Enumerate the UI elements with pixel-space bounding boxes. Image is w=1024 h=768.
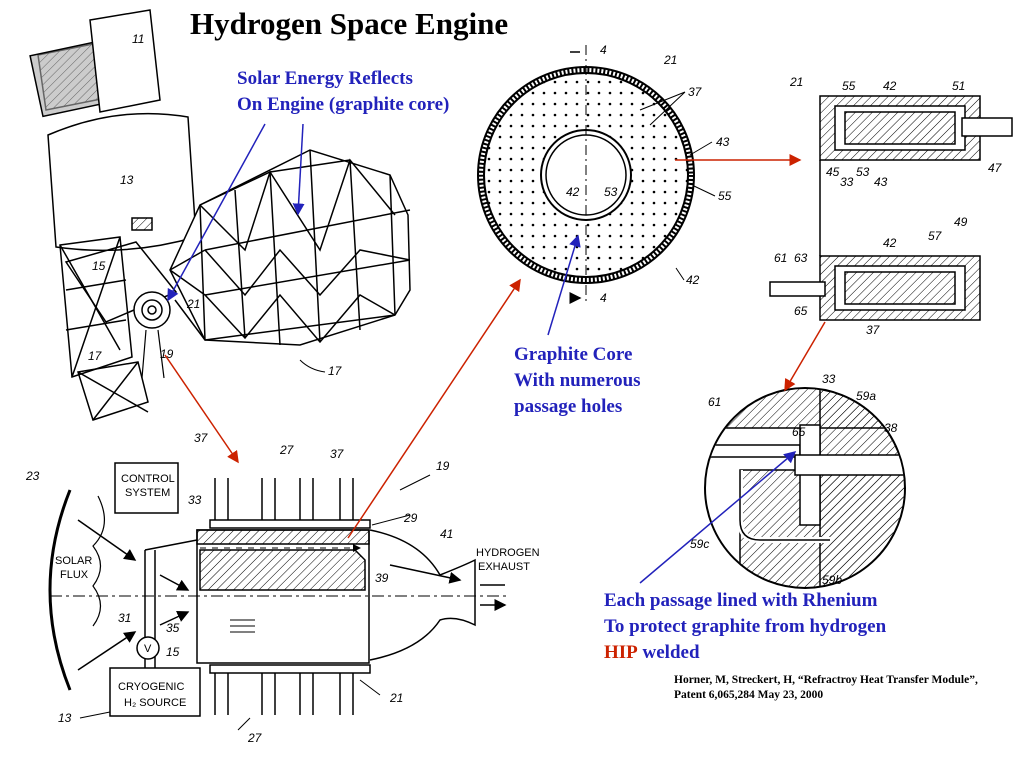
graphite-caption-line-3: passage holes: [514, 396, 623, 417]
graphite-core-arrow: [547, 234, 581, 336]
module-label-33: 33: [840, 175, 854, 189]
hip-word: HIP: [604, 642, 638, 663]
rhenium-caption-line-2: To protect graphite from hydrogen: [604, 616, 887, 637]
cryogenic-label-1: CRYOGENIC: [118, 681, 184, 693]
label-21: 21: [186, 297, 200, 311]
red-arrow-to-ring: [347, 278, 521, 539]
solar-arrow-2: [292, 123, 305, 216]
schematic-leaders: [79, 474, 431, 731]
patent-citation: Horner, M, Streckert, H, “Refractroy Hea…: [674, 674, 978, 701]
schematic-label-13: 13: [58, 711, 72, 725]
graphite-caption-line-1: Graphite Core: [514, 344, 633, 365]
label-13: 13: [120, 173, 134, 187]
module-label-43: 43: [874, 175, 888, 189]
module-label-61: 61: [774, 251, 787, 265]
solar-flux-label-2: FLUX: [60, 569, 89, 581]
spacecraft-drawing: [29, 9, 411, 421]
schematic-label-39: 39: [375, 571, 389, 585]
schematic-label-31: 31: [118, 611, 131, 625]
schematic-label-23: 23: [25, 469, 40, 483]
ring-label-43: 43: [716, 135, 730, 149]
label-17-right: 17: [328, 364, 343, 378]
control-system-label-2: SYSTEM: [125, 487, 170, 499]
ring-label-53: 53: [604, 185, 618, 199]
schematic-label-41: 41: [440, 527, 453, 541]
module-label-42-top: 42: [883, 79, 897, 93]
detail-label-61: 61: [708, 395, 721, 409]
module-label-37: 37: [866, 323, 881, 337]
red-arrow-to-schematic: [164, 354, 239, 464]
module-label-47: 47: [988, 161, 1003, 175]
graphite-core-ring: [477, 45, 695, 305]
engine-schematic: [48, 462, 510, 717]
module-label-42-bottom: 42: [883, 236, 897, 250]
detail-label-65: 65: [792, 425, 806, 439]
module-label-57: 57: [928, 229, 943, 243]
cryogenic-label-2: H₂ SOURCE: [124, 697, 186, 709]
graphite-caption-line-2: With numerous: [514, 370, 641, 391]
red-arrow-to-detail: [784, 321, 826, 392]
schematic-label-35: 35: [166, 621, 180, 635]
module-label-45: 45: [826, 165, 840, 179]
leader-17: [299, 359, 326, 373]
module-label-21: 21: [789, 75, 803, 89]
ring-label-37: 37: [688, 85, 703, 99]
graphite-core-caption: Graphite Core With numerous passage hole…: [514, 342, 641, 420]
module-label-63: 63: [794, 251, 808, 265]
schematic-label-29: 29: [403, 511, 418, 525]
control-system-label-1: CONTROL: [121, 473, 175, 485]
detail-label-33: 33: [822, 372, 836, 386]
schematic-label-37-top: 37: [194, 431, 209, 445]
label-11: 11: [132, 32, 144, 46]
solar-caption-line-2: On Engine (graphite core): [237, 94, 450, 115]
label-17-left: 17: [88, 349, 103, 363]
schematic-label-33: 33: [188, 493, 202, 507]
schematic-label-37-right: 37: [330, 447, 345, 461]
welded-word: welded: [642, 642, 700, 663]
detail-view-circle: [704, 387, 906, 589]
solar-flux-label-1: SOLAR: [55, 555, 92, 567]
ring-label-21: 21: [663, 53, 677, 67]
detail-label-59a: 59a: [856, 389, 876, 403]
ring-leaders: [639, 91, 716, 281]
ring-label-55: 55: [718, 189, 732, 203]
schematic-label-19: 19: [436, 459, 450, 473]
solar-energy-caption: Solar Energy Reflects On Engine (graphit…: [237, 66, 449, 118]
ring-label-42-outer: 42: [686, 273, 700, 287]
ring-label-4-bottom: 4: [600, 291, 607, 305]
label-15: 15: [92, 259, 106, 273]
detail-label-59b: 59b: [822, 573, 842, 587]
module-label-65: 65: [794, 304, 808, 318]
rhenium-caption: Each passage lined with Rhenium To prote…: [604, 588, 886, 666]
rhenium-caption-line-3: HIP welded: [604, 640, 886, 666]
detail-label-59c: 59c: [690, 537, 709, 551]
ring-label-42-inner: 42: [566, 185, 580, 199]
heat-transfer-module-section: [769, 95, 1013, 321]
schematic-label-27-top: 27: [279, 443, 295, 457]
schematic-label-21: 21: [389, 691, 403, 705]
detail-label-38: 38: [884, 421, 898, 435]
schematic-label-15: 15: [166, 645, 180, 659]
valve-label: V: [144, 643, 152, 655]
module-label-51: 51: [952, 79, 965, 93]
label-19: 19: [160, 347, 174, 361]
schematic-label-27-bottom: 27: [247, 731, 263, 745]
hydrogen-exhaust-label-2: EXHAUST: [478, 561, 530, 573]
solar-arrow-1: [167, 123, 266, 302]
hydrogen-exhaust-label-1: HYDROGEN: [476, 547, 540, 559]
ring-label-4-top: 4: [600, 43, 607, 57]
page-title: Hydrogen Space Engine: [190, 6, 509, 41]
rhenium-arrow: [639, 451, 797, 584]
solar-caption-line-1: Solar Energy Reflects: [237, 68, 413, 89]
module-label-53: 53: [856, 165, 870, 179]
rhenium-caption-line-1: Each passage lined with Rhenium: [604, 590, 878, 611]
module-label-49: 49: [954, 215, 968, 229]
module-label-55: 55: [842, 79, 856, 93]
